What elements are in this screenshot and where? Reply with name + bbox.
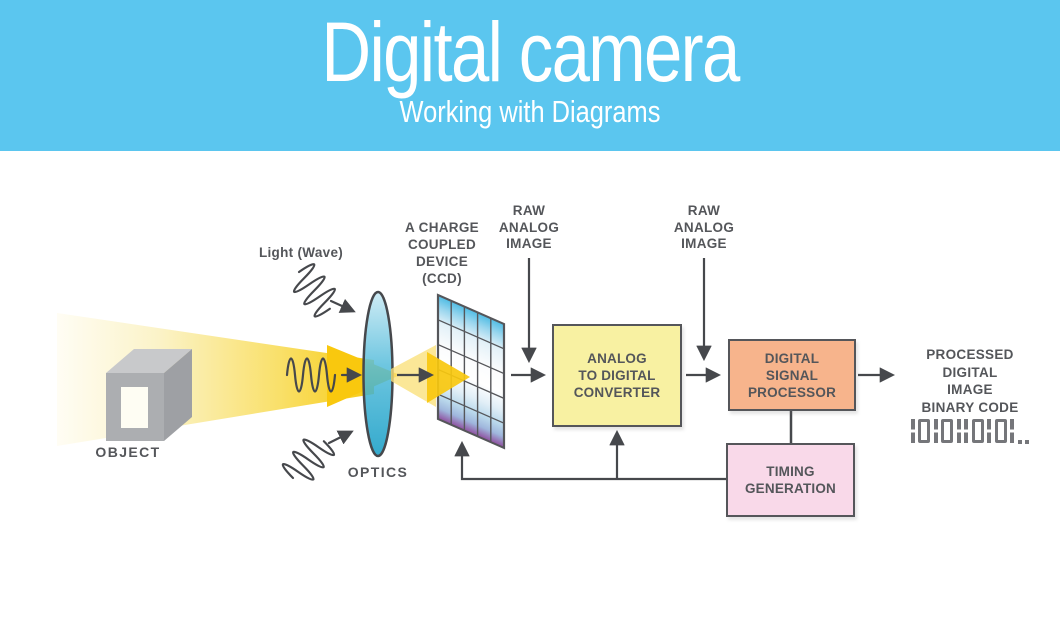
object-cube [106,349,192,441]
slide-header: Digital camera Working with Diagrams [0,0,1060,151]
timing-box-label: TIMING GENERATION [744,464,836,496]
binary-dot [1017,440,1022,444]
light-wave-squiggle-top [285,260,344,321]
light-wave-label: Light (Wave) [258,245,344,260]
slide-title: Digital camera [321,5,740,99]
binary-code-display [890,419,1050,445]
binary-digit [910,419,915,443]
raw-analog-image-label-right: RAW ANALOG IMAGE [673,203,735,251]
binary-dot [1025,440,1030,444]
binary-digit [933,419,938,443]
object-label: OBJECT [95,444,161,460]
binary-digit [918,419,931,443]
raw-analog-image-label-left: RAW ANALOG IMAGE [498,203,560,251]
optics-label: OPTICS [347,464,409,480]
output-label: PROCESSED DIGITAL IMAGE BINARY CODE [921,347,1019,415]
binary-digit [1010,419,1015,443]
binary-digit [971,419,984,443]
dsp-box-label: DIGITAL SIGNAL PROCESSOR [747,350,837,400]
ccd-grid [436,293,506,450]
binary-digit [987,419,992,443]
binary-digit [994,419,1007,443]
timing-box: TIMING GENERATION [726,443,855,517]
binary-digit [964,419,969,443]
ccd-label: A CHARGE COUPLED DEVICE (CCD) [405,220,479,286]
slide-subtitle: Working with Diagrams [399,94,661,129]
binary-digit [941,419,954,443]
dsp-box: DIGITAL SIGNAL PROCESSOR [728,339,856,411]
beam-arrowhead-on-ccd [427,352,470,403]
binary-digit [956,419,961,443]
lens-ellipse [362,290,394,458]
adc-box-label: ANALOG TO DIGITAL CONVERTER [573,351,661,400]
adc-box: ANALOG TO DIGITAL CONVERTER [552,324,682,427]
wave-arrow-top [329,298,356,313]
arrow-timing-to-ccd [454,440,726,481]
cube-hole [121,387,148,428]
wave-arrow-bottom [327,430,354,445]
